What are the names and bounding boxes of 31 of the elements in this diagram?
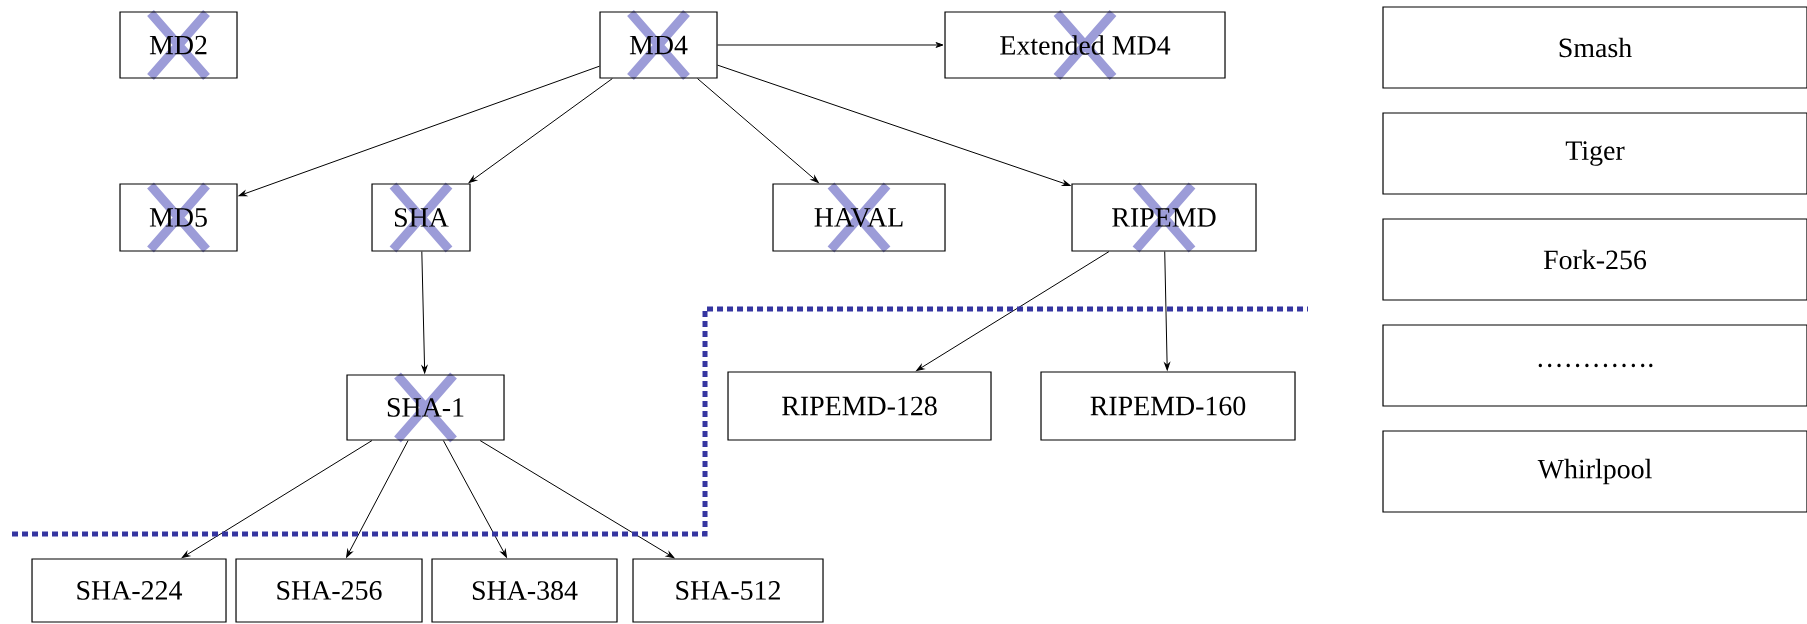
arrow (916, 251, 1110, 372)
arrow (346, 440, 409, 558)
hash-box: SHA-224 (31, 558, 227, 623)
arrow (421, 251, 428, 374)
hash-box: SHA-1 (346, 374, 505, 441)
arrow (181, 440, 373, 559)
hash-box: Smash (1382, 6, 1807, 89)
hash-box: HAVAL (772, 183, 946, 252)
hash-box: SHA-384 (431, 558, 618, 623)
arrow (442, 440, 507, 558)
arrow (717, 64, 1071, 186)
hash-box: SHA (371, 183, 471, 252)
hash-box: RIPEMD-160 (1040, 371, 1296, 441)
arrow (717, 42, 944, 48)
arrow (697, 78, 819, 183)
arrow (238, 65, 600, 197)
hash-box: Tiger (1382, 112, 1807, 195)
hash-box: SHA-512 (632, 558, 824, 623)
hash-box: Extended MD4 (944, 11, 1226, 79)
hash-box: MD2 (119, 11, 238, 79)
hash-box: …………. (1382, 324, 1807, 407)
hash-box: Whirlpool (1382, 430, 1807, 513)
hash-box: SHA-256 (235, 558, 423, 623)
hash-box: MD4 (599, 11, 718, 79)
hash-box: Fork-256 (1382, 218, 1807, 301)
hash-box: RIPEMD (1071, 183, 1257, 252)
hash-box: RIPEMD-128 (727, 371, 992, 441)
hash-box: MD5 (119, 183, 238, 252)
arrow (479, 440, 675, 559)
arrow (468, 78, 613, 183)
arrow (1164, 251, 1170, 371)
